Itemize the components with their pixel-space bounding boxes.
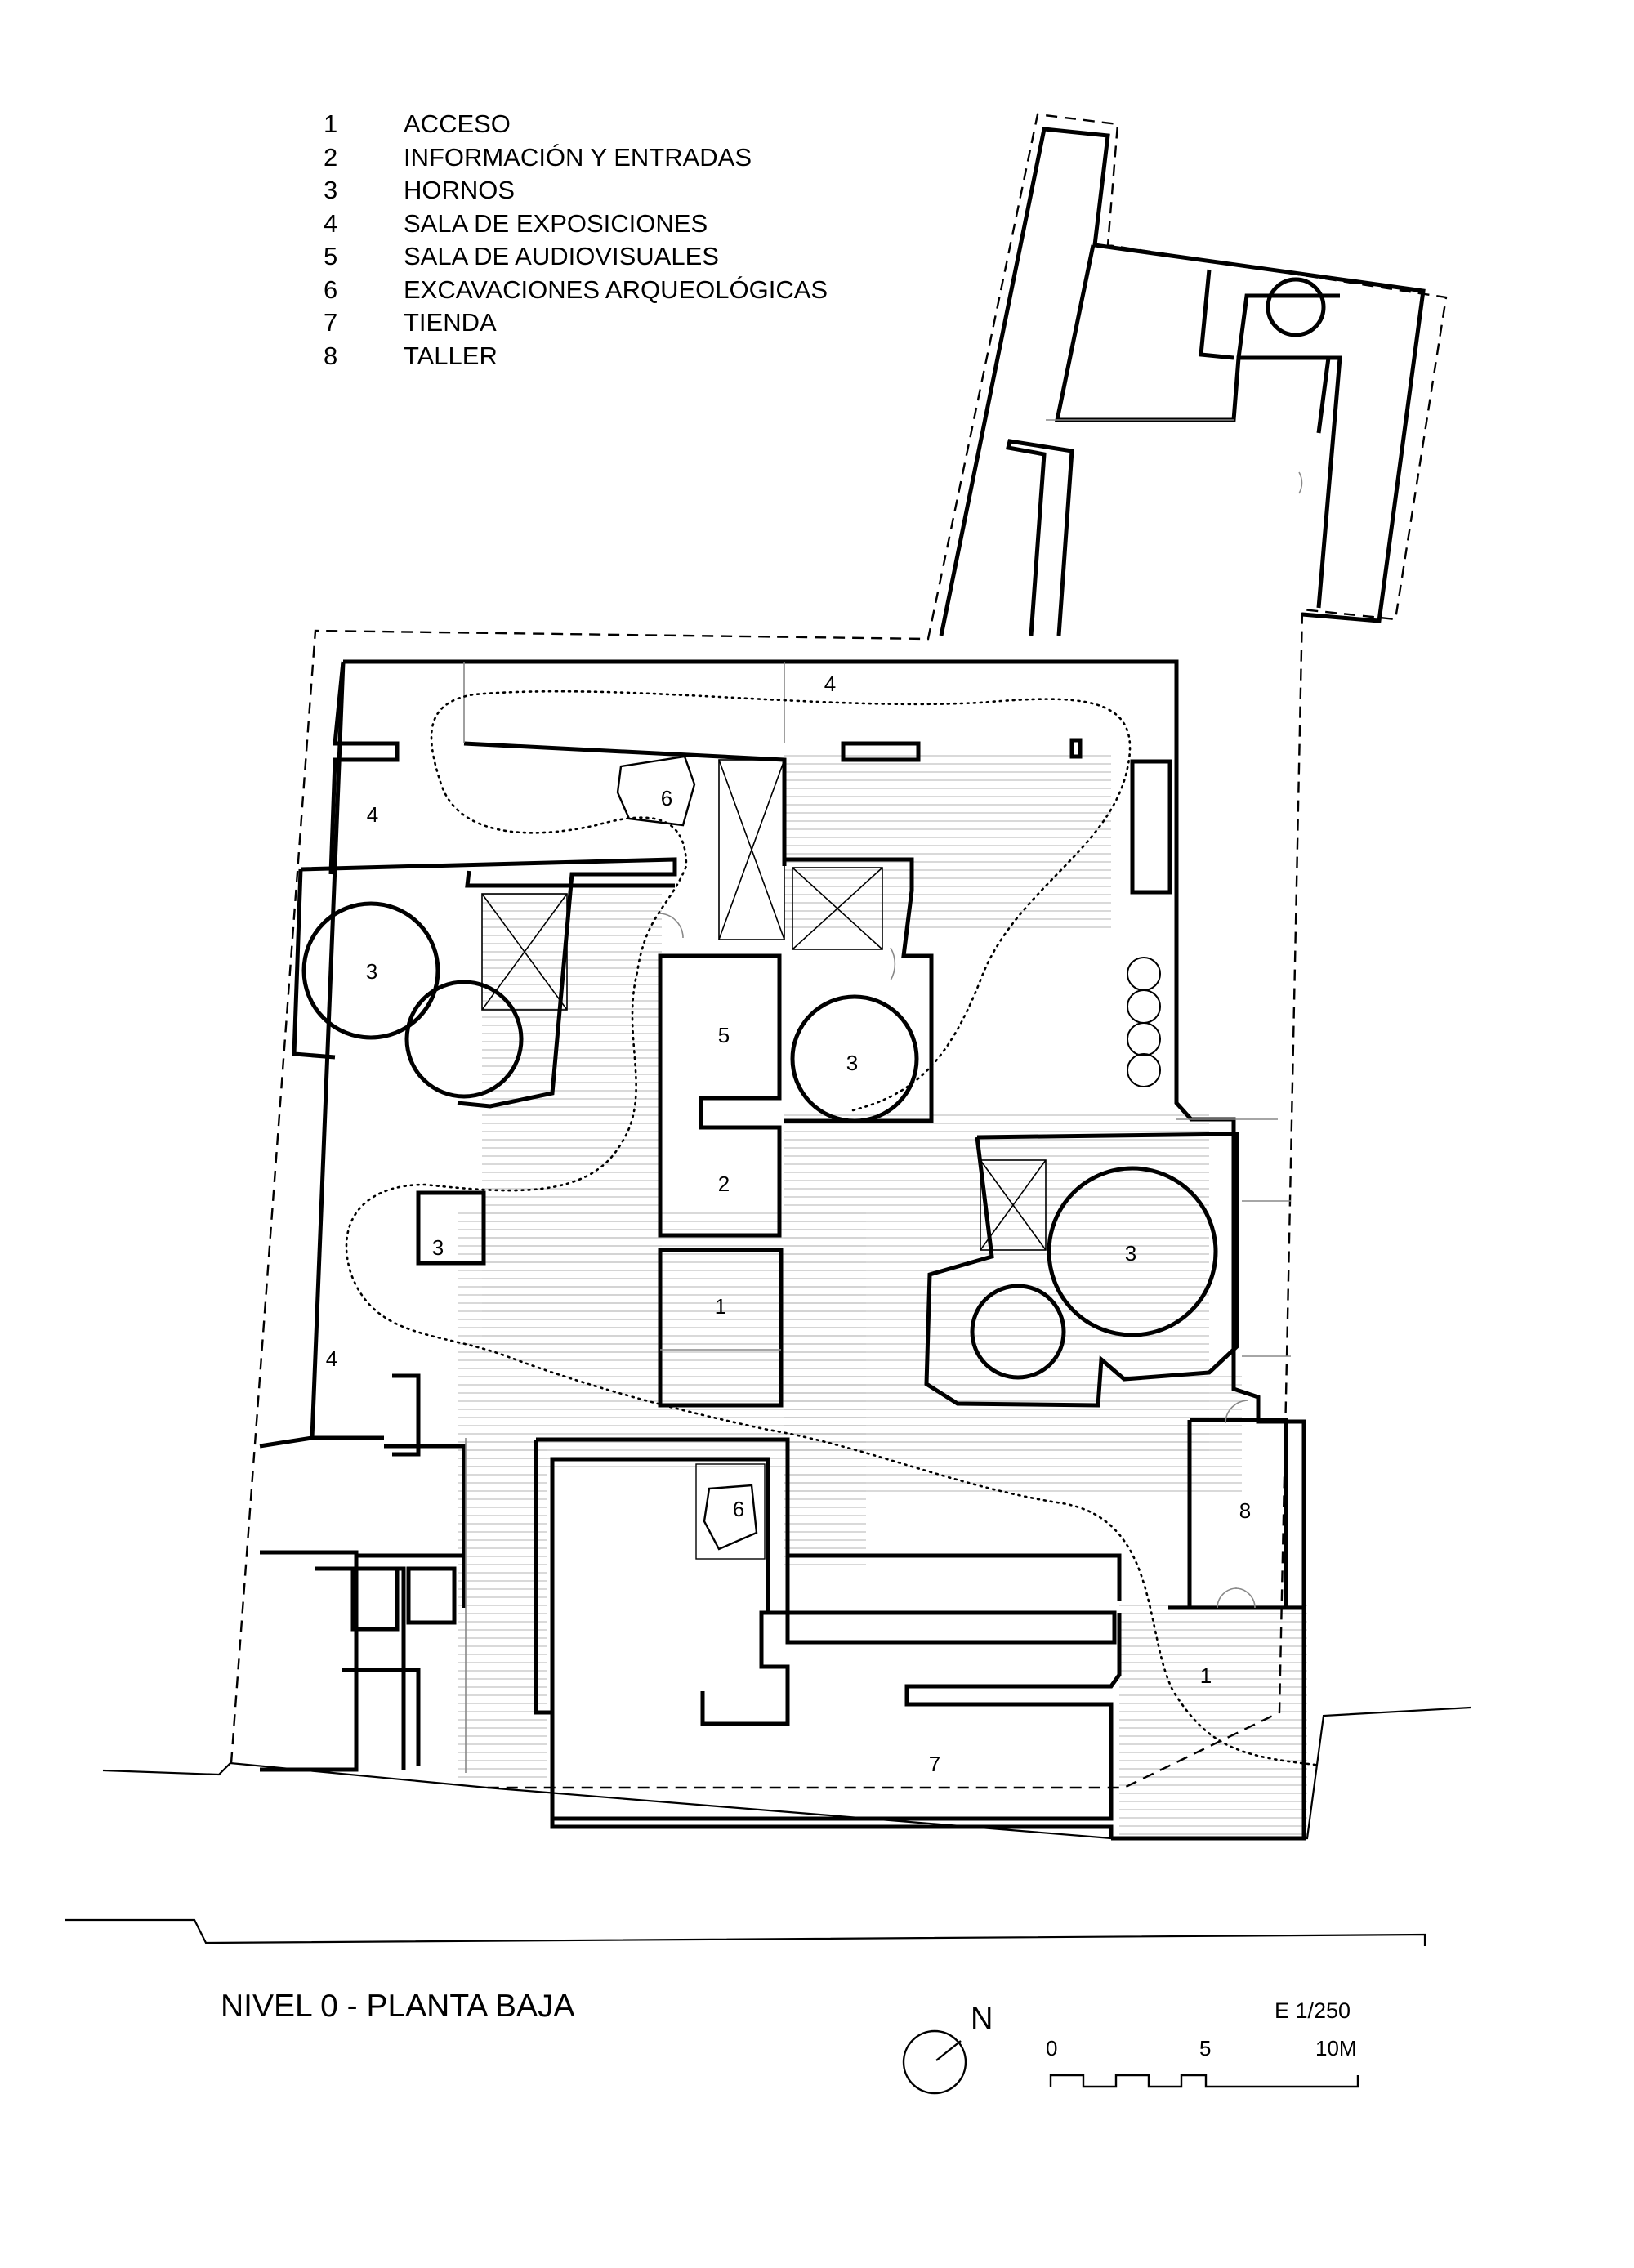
legend-label: TALLER xyxy=(404,341,498,370)
kiln-annex xyxy=(1266,277,1326,337)
legend-number: 6 xyxy=(324,275,338,304)
room-label-4-south: 4 xyxy=(326,1346,337,1371)
room-label-1-entry: 1 xyxy=(715,1294,726,1319)
room-label-6-north: 6 xyxy=(661,786,672,810)
kiln-east-small xyxy=(970,1284,1066,1380)
legend-item: 2 INFORMACIÓN Y ENTRADAS xyxy=(324,141,828,175)
legend-item: 1 ACCESO xyxy=(324,108,828,141)
kiln-west-large xyxy=(301,901,440,1040)
room-label-3-small: 3 xyxy=(432,1235,444,1260)
room-label-3-east: 3 xyxy=(1125,1241,1136,1266)
kiln-east-large xyxy=(1047,1166,1218,1337)
legend-label: HORNOS xyxy=(404,176,516,204)
room-label-8: 8 xyxy=(1239,1498,1251,1523)
walls xyxy=(259,127,1426,1841)
street-line-lower xyxy=(65,1918,1426,1946)
legend-item: 3 HORNOS xyxy=(324,174,828,208)
thin-lines xyxy=(463,419,1303,1773)
scale-tick-0: 0 xyxy=(1046,2036,1058,2060)
legend-item: 7 TIENDA xyxy=(324,306,828,340)
legend-number: 3 xyxy=(324,176,338,204)
plan-title: NIVEL 0 - PLANTA BAJA xyxy=(221,1989,575,2024)
legend-number: 5 xyxy=(324,242,338,270)
room-label-6-south: 6 xyxy=(733,1497,744,1521)
scale-tick-10m: 10M xyxy=(1315,2036,1357,2060)
scale-bar xyxy=(1049,2074,1359,2088)
room-label-1-access: 1 xyxy=(1200,1663,1212,1688)
scale-label: E 1/250 xyxy=(1275,1998,1351,2023)
legend-item: 8 TALLER xyxy=(324,340,828,373)
kilns xyxy=(301,277,1326,1380)
legend-item: 5 SALA DE AUDIOVISUALES xyxy=(324,240,828,274)
room-label-7: 7 xyxy=(929,1752,940,1776)
legend-label: ACCESO xyxy=(404,109,511,138)
legend-number: 1 xyxy=(324,109,338,138)
legend-label: SALA DE AUDIOVISUALES xyxy=(404,242,719,270)
legend-number: 8 xyxy=(324,341,338,370)
room-label-2: 2 xyxy=(718,1172,730,1196)
legend-item: 6 EXCAVACIONES ARQUEOLÓGICAS xyxy=(324,274,828,307)
north-label: N xyxy=(971,2002,993,2036)
room-label-3-centre: 3 xyxy=(846,1051,858,1075)
voids xyxy=(481,759,1047,1251)
north-arrow-circle xyxy=(902,2029,967,2095)
room-labels: 1 1 2 3 3 3 3 4 4 4 5 6 6 7 8 xyxy=(326,672,1251,1776)
room-label-4-top: 4 xyxy=(824,672,836,696)
legend-label: SALA DE EXPOSICIONES xyxy=(404,208,708,238)
legend-label: TIENDA xyxy=(404,308,497,337)
legend-number: 7 xyxy=(324,308,338,337)
visitor-route xyxy=(345,690,1317,1766)
legend-number: 2 xyxy=(324,142,338,172)
room-label-3-west: 3 xyxy=(366,959,377,984)
room-label-5: 5 xyxy=(718,1023,730,1047)
street-line-upper xyxy=(102,1706,1471,1840)
legend-item: 4 SALA DE EXPOSICIONES xyxy=(324,208,828,241)
north-arrow-needle xyxy=(935,2040,962,2061)
kiln-west-small xyxy=(404,980,524,1099)
legend-label: INFORMACIÓN Y ENTRADAS xyxy=(404,142,752,172)
scale-tick-5: 5 xyxy=(1199,2036,1212,2060)
room-label-4-west: 4 xyxy=(367,802,378,827)
legend-label: EXCAVACIONES ARQUEOLÓGICAS xyxy=(404,275,828,304)
kiln-centre xyxy=(790,994,919,1123)
legend-number: 4 xyxy=(324,208,338,238)
excavations xyxy=(616,755,766,1560)
